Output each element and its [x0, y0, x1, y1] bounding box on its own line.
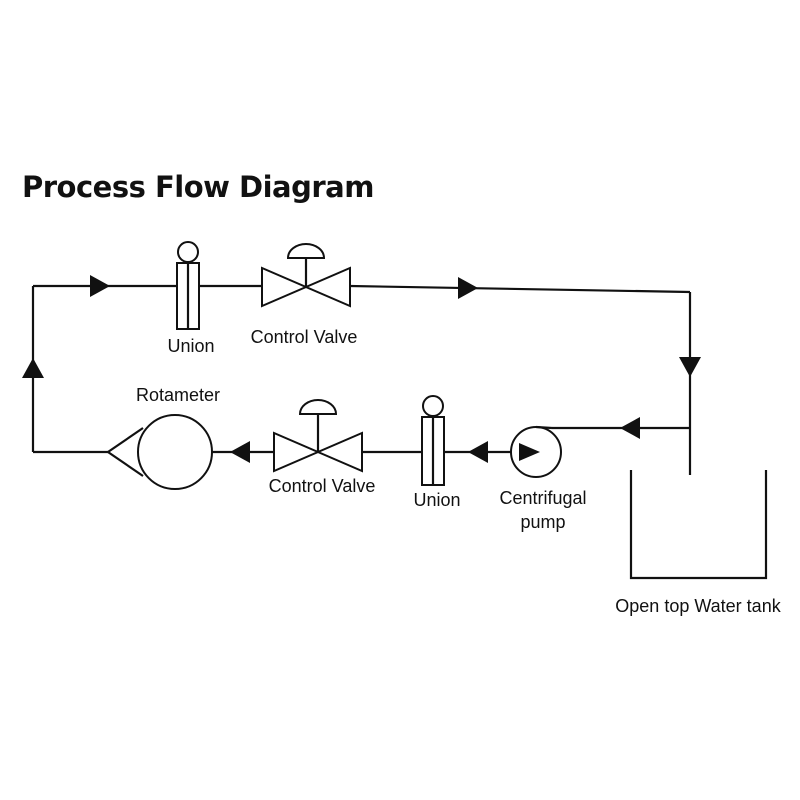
- union-symbol-top: [176, 241, 200, 330]
- rotameter-symbol: [106, 414, 213, 490]
- centrifugal-pump-symbol: [510, 425, 562, 478]
- pump-label-line2: pump: [520, 512, 565, 532]
- control-valve-bottom-label: Control Valve: [269, 476, 376, 496]
- flow-arrows: [22, 275, 701, 463]
- rotameter-label: Rotameter: [136, 385, 220, 405]
- flow-arrow-right: [90, 275, 110, 297]
- control-valve-top-label: Control Valve: [251, 327, 358, 347]
- diagram-title: Process Flow Diagram: [22, 170, 374, 204]
- pump-label-line1: Centrifugal: [499, 488, 586, 508]
- union-symbol-bottom: [421, 395, 445, 486]
- flow-arrow-down: [679, 357, 701, 377]
- water-tank-symbol: [629, 470, 768, 580]
- control-valve-symbol-top: [261, 243, 351, 308]
- control-valve-symbol-bottom: [273, 399, 363, 473]
- union-bottom-label: Union: [413, 490, 460, 510]
- union-top-label: Union: [167, 336, 214, 356]
- flow-arrow-left: [230, 441, 250, 463]
- tank-label: Open top Water tank: [615, 596, 781, 616]
- flow-arrow-right: [458, 277, 478, 299]
- flow-arrow-left: [468, 441, 488, 463]
- flow-arrow-left: [620, 417, 640, 439]
- flow-arrow-up: [22, 358, 44, 378]
